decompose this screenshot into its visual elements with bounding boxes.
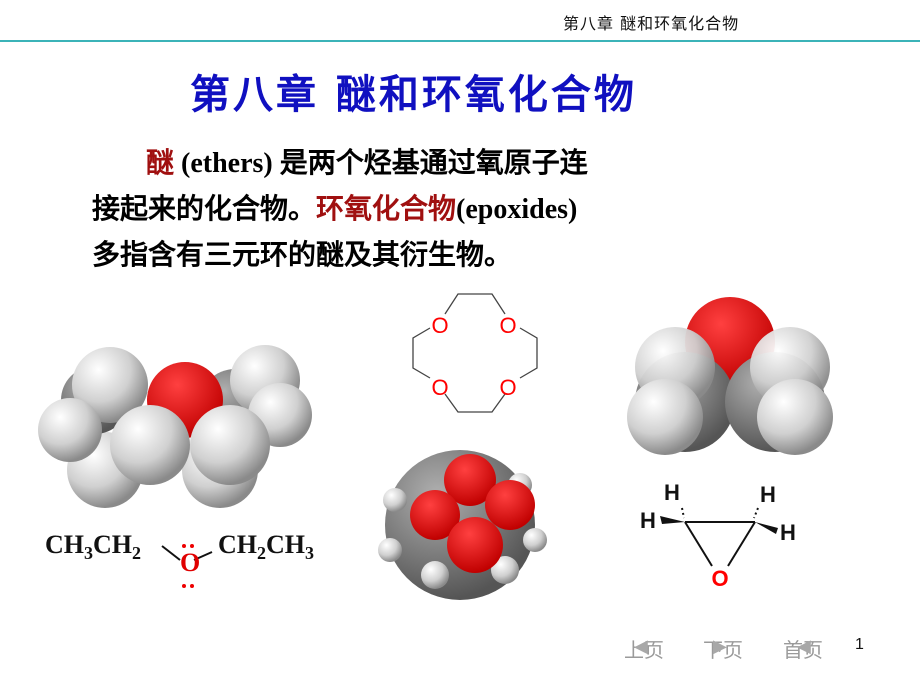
- left-arrow-icon: ◀: [634, 636, 648, 657]
- page-number: 1: [855, 636, 864, 653]
- svg-text:O: O: [499, 375, 516, 400]
- ether-oxygen-lone-pairs: [161, 544, 213, 588]
- intro-line-2: 接起来的化合物。环氧化合物(epoxides): [92, 192, 578, 225]
- epoxide-structure: H H H H O: [640, 480, 796, 591]
- diethyl-ether-model: [38, 345, 312, 508]
- next-page-button[interactable]: 下页 ▶: [703, 636, 743, 662]
- svg-text:H: H: [780, 520, 796, 545]
- term-epoxide: 环氧化合物: [316, 192, 457, 225]
- home-page-button[interactable]: 首页 ◀: [783, 636, 823, 662]
- intro-line-3: 多指含有三元环的醚及其衍生物。: [92, 238, 513, 271]
- page-title: 第八章 醚和环氧化合物: [190, 72, 637, 118]
- svg-text:O: O: [711, 566, 728, 591]
- svg-text:O: O: [431, 313, 448, 338]
- svg-text:H: H: [760, 482, 776, 507]
- header-title: 第八章 醚和环氧化合物: [563, 14, 740, 33]
- crown-ether-model: [378, 450, 547, 600]
- ether-oxygen: O: [180, 548, 201, 577]
- prev-page-button[interactable]: 上页 ◀: [624, 636, 664, 662]
- crown-ether-structure: O O O O: [412, 293, 538, 413]
- diethyl-ether-formula-right: CH2CH3: [218, 530, 314, 564]
- header-divider: [0, 40, 920, 42]
- ethylene-oxide-model: [627, 297, 833, 455]
- diethyl-ether-formula: CH3CH2: [45, 530, 141, 564]
- svg-text:O: O: [431, 375, 448, 400]
- term-ether: 醚: [146, 146, 175, 179]
- svg-text:O: O: [499, 313, 516, 338]
- home-arrow-icon: ◀: [797, 636, 811, 657]
- intro-paragraph: 醚 (ethers) 是两个烃基通过氧原子连 接起来的化合物。环氧化合物(epo…: [92, 140, 732, 277]
- svg-text:H: H: [664, 480, 680, 505]
- svg-text:H: H: [640, 508, 656, 533]
- intro-line-1: 醚 (ethers) 是两个烃基通过氧原子连: [146, 146, 588, 179]
- right-arrow-icon: ▶: [713, 636, 727, 657]
